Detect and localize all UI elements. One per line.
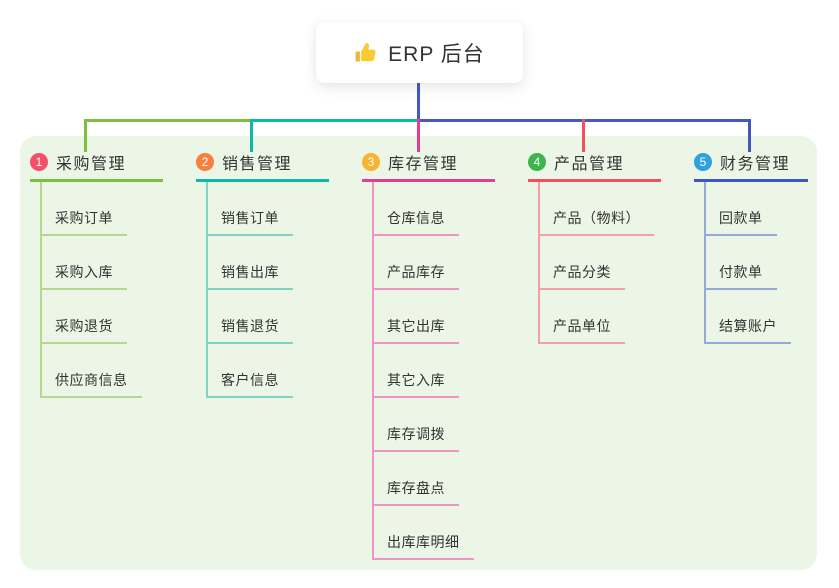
branch-header-4[interactable]: 4 产品管理 — [528, 150, 661, 182]
subtree-vertical-line — [372, 182, 374, 560]
branch-subtree: 销售订单销售出库销售退货客户信息 — [196, 182, 329, 398]
branch-subtree: 产品（物料）产品分类产品单位 — [528, 182, 661, 344]
branch-number-badge: 3 — [362, 153, 380, 171]
thumbs-up-icon — [355, 42, 376, 61]
subtree-item[interactable]: 结算账户 — [704, 290, 791, 344]
subtree-item[interactable]: 产品（物料） — [538, 182, 654, 236]
subtree-item[interactable]: 库存调拨 — [372, 398, 459, 452]
subtree-item[interactable]: 销售订单 — [206, 182, 293, 236]
drop-line-branch-2 — [250, 119, 253, 152]
root-stem-line — [417, 83, 420, 121]
subtree-item[interactable]: 付款单 — [704, 236, 777, 290]
branch-label: 采购管理 — [56, 156, 127, 173]
trunk-segment-green — [84, 119, 253, 122]
subtree-item[interactable]: 产品库存 — [372, 236, 459, 290]
branches-background-panel — [20, 136, 817, 570]
branch-number-badge: 2 — [196, 153, 214, 171]
subtree-vertical-line — [704, 182, 706, 344]
subtree-item[interactable]: 出库库明细 — [372, 506, 474, 560]
root-node-title: ERP 后台 — [388, 42, 485, 66]
subtree-vertical-line — [538, 182, 540, 344]
branch-column-2: 2 销售管理销售订单销售出库销售退货客户信息 — [196, 150, 329, 398]
trunk-segment-teal — [252, 119, 418, 122]
branch-number-badge: 5 — [694, 153, 712, 171]
subtree-item[interactable]: 供应商信息 — [40, 344, 142, 398]
subtree-vertical-line — [206, 182, 208, 398]
subtree-item[interactable]: 采购退货 — [40, 290, 127, 344]
subtree-item[interactable]: 销售出库 — [206, 236, 293, 290]
branch-column-5: 5 财务管理回款单付款单结算账户 — [694, 150, 808, 344]
branch-column-4: 4 产品管理产品（物料）产品分类产品单位 — [528, 150, 661, 344]
branch-header-3[interactable]: 3 库存管理 — [362, 150, 495, 182]
branch-number-badge: 4 — [528, 153, 546, 171]
subtree-item[interactable]: 其它入库 — [372, 344, 459, 398]
root-node[interactable]: ERP 后台 — [316, 22, 523, 83]
subtree-item[interactable]: 其它出库 — [372, 290, 459, 344]
branch-label: 销售管理 — [222, 156, 293, 173]
subtree-item[interactable]: 销售退货 — [206, 290, 293, 344]
subtree-item[interactable]: 产品分类 — [538, 236, 625, 290]
subtree-item[interactable]: 产品单位 — [538, 290, 625, 344]
subtree-vertical-line — [40, 182, 42, 398]
drop-line-branch-5 — [748, 119, 751, 152]
subtree-item[interactable]: 回款单 — [704, 182, 777, 236]
branch-subtree: 仓库信息产品库存其它出库其它入库库存调拨库存盘点出库库明细 — [362, 182, 495, 560]
branch-column-1: 1 采购管理采购订单采购入库采购退货供应商信息 — [30, 150, 163, 398]
branch-label: 财务管理 — [720, 156, 791, 173]
subtree-item[interactable]: 仓库信息 — [372, 182, 459, 236]
drop-line-branch-4 — [582, 119, 585, 152]
branch-column-3: 3 库存管理仓库信息产品库存其它出库其它入库库存调拨库存盘点出库库明细 — [362, 150, 495, 560]
subtree-item[interactable]: 库存盘点 — [372, 452, 459, 506]
branch-header-2[interactable]: 2 销售管理 — [196, 150, 329, 182]
branch-number-badge: 1 — [30, 153, 48, 171]
branch-label: 产品管理 — [554, 156, 625, 173]
drop-line-branch-3 — [417, 119, 420, 152]
drop-line-branch-1 — [84, 119, 87, 152]
subtree-item[interactable]: 客户信息 — [206, 344, 293, 398]
subtree-item[interactable]: 采购订单 — [40, 182, 127, 236]
branch-subtree: 采购订单采购入库采购退货供应商信息 — [30, 182, 163, 398]
branch-header-1[interactable]: 1 采购管理 — [30, 150, 163, 182]
subtree-item[interactable]: 采购入库 — [40, 236, 127, 290]
branch-label: 库存管理 — [388, 156, 459, 173]
branch-subtree: 回款单付款单结算账户 — [694, 182, 808, 344]
branch-header-5[interactable]: 5 财务管理 — [694, 150, 808, 182]
